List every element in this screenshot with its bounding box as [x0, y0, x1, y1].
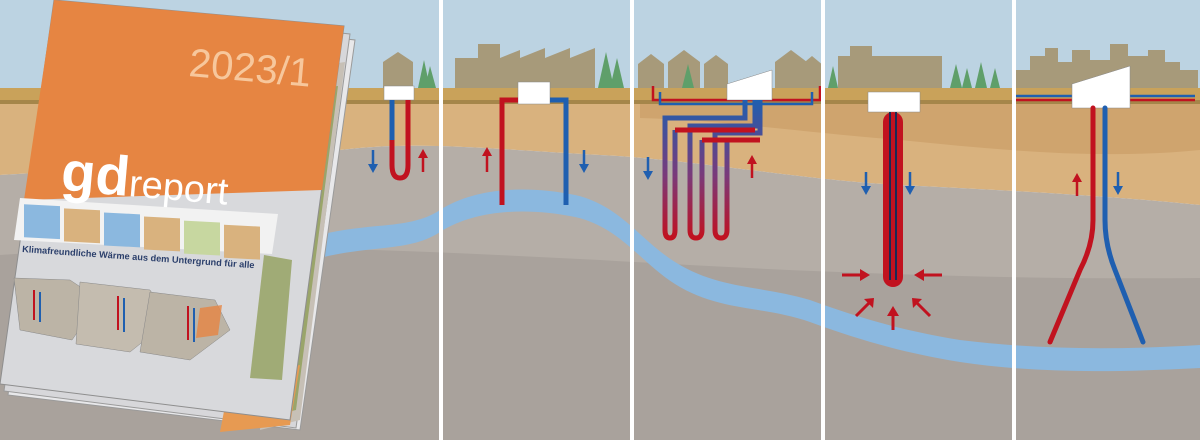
cover-thumbnail-strip [14, 198, 278, 260]
skyline [383, 44, 1198, 88]
trees-panel-2 [598, 52, 624, 88]
flow-arrow-down-icon [861, 172, 871, 195]
panel-3-borehole-field [643, 69, 822, 241]
flow-arrow-down-icon [643, 157, 653, 180]
aquifer [320, 189, 1200, 372]
flow-arrow-down-icon [1113, 172, 1123, 195]
panel-2-well-pair [482, 81, 589, 205]
flow-arrow-up-icon [747, 155, 757, 178]
cover-map [13, 277, 231, 361]
trees-panel-4 [828, 62, 1000, 88]
magazine-stack [0, 0, 356, 432]
flow-arrow-down-icon [579, 150, 589, 173]
magazine-cover [0, 0, 345, 421]
panel-dividers [439, 0, 1016, 440]
soil-band [640, 104, 1200, 155]
issue-number: 2023/1 [187, 41, 313, 95]
flow-arrow-up-icon [1072, 173, 1082, 196]
trees-panel-1 [418, 60, 436, 88]
cover-logo: gdreport [59, 139, 232, 216]
logo-light: report [127, 163, 230, 214]
trees-panel-3 [682, 64, 694, 88]
flow-arrow-down-icon [368, 150, 378, 173]
panel-4-deep-borehole [842, 91, 942, 330]
panel-1-shallow-loop [368, 85, 428, 181]
heat-inflow-arrows-icon [842, 269, 942, 330]
flow-arrow-down-icon [905, 172, 915, 195]
logo-bold: gd [59, 139, 133, 208]
panel-5-doublet [1015, 65, 1195, 345]
flow-arrow-up-icon [418, 149, 428, 172]
flow-arrow-up-icon [482, 147, 492, 172]
